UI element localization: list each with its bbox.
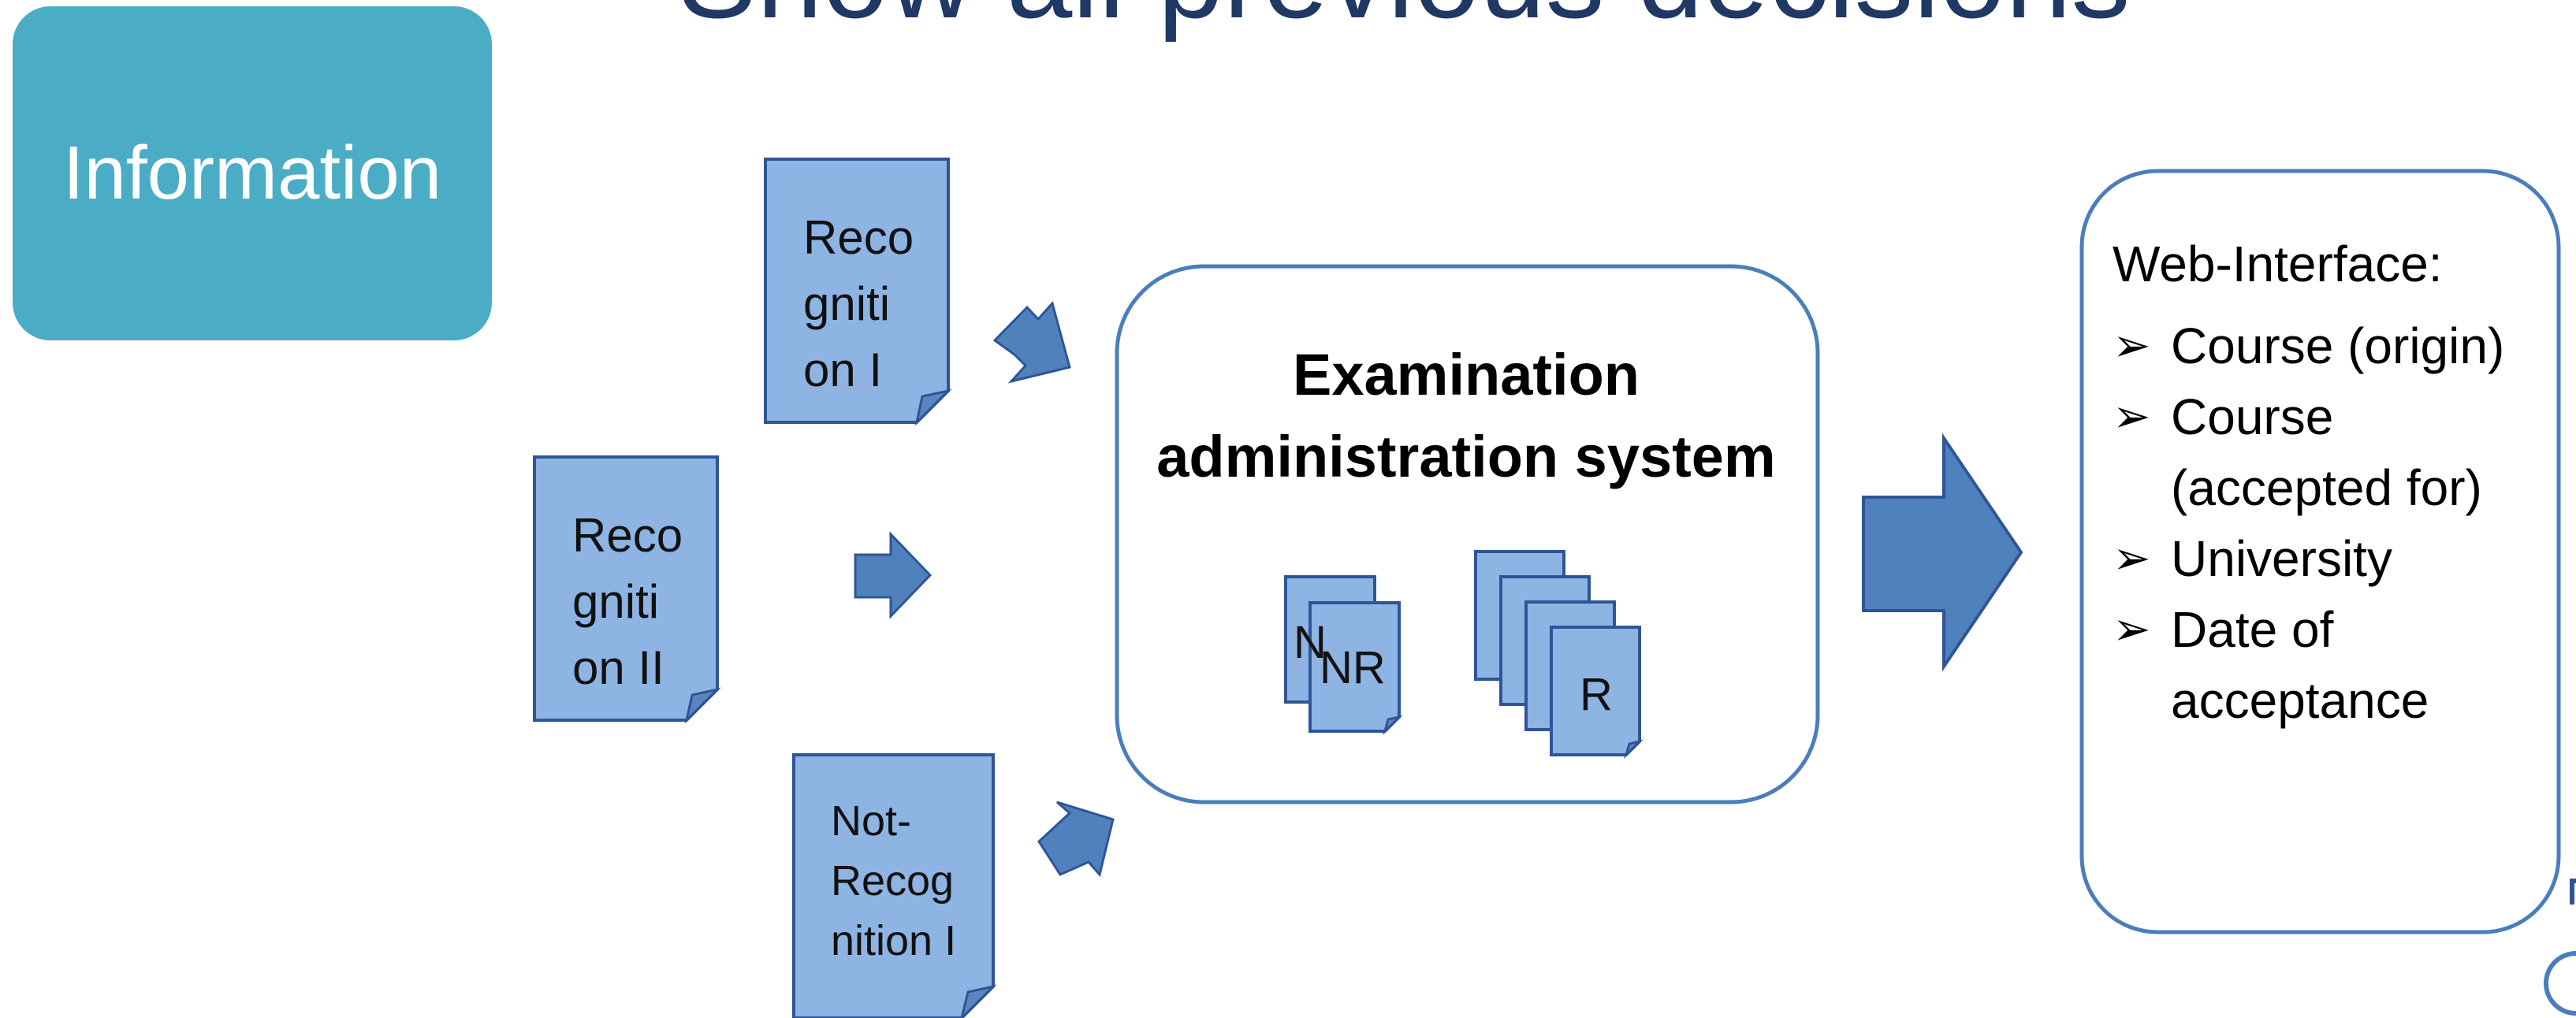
recognition-2-label: Reco gniti on II [572,503,683,701]
item-line: University [2171,530,2392,587]
not-recognition-1-line-2: Recog [831,857,955,905]
web-interface-item-course-accepted: ➢ Course (accepted for) [2113,381,2538,523]
nr-stack-label: NR [1320,642,1386,693]
arrow-recognition-2 [854,531,932,619]
web-interface-box [2079,169,2561,934]
slide-title: Show all previous decisions [678,0,2176,47]
web-interface-item-university: ➢ University [2113,523,2538,594]
web-interface-content: Web-Interface: ➢ Course (origin) ➢ Cours… [2113,228,2538,736]
not-recognition-1-line-3: nition I [831,917,957,964]
web-interface-item-date: ➢ Date of acceptance [2113,594,2538,736]
arrow-to-web-interface [1862,433,2023,672]
item-line: (accepted for) [2171,459,2482,516]
r-stack-label: R [1580,669,1613,720]
item-line: Date of [2171,601,2334,658]
item-line: Course (origin) [2171,318,2505,374]
arrow-bullet-icon: ➢ [2113,533,2151,584]
web-interface-item-course-origin: ➢ Course (origin) [2113,310,2538,381]
recognition-1-line-2: gniti [803,277,891,330]
recognition-2-line-3: on II [572,641,664,694]
item-line: acceptance [2171,672,2429,729]
nr-document-fold [1383,715,1403,736]
recognition-2-line-1: Reco [572,509,683,562]
information-box: Information [13,6,492,340]
arrow-bullet-icon: ➢ [2113,391,2151,442]
recognition-1-corner-fold [914,388,952,426]
recognition-2-line-2: gniti [572,575,660,628]
recognition-1-label: Reco gniti on I [803,205,914,403]
not-recognition-1-line-1: Not- [831,797,912,845]
arrow-bullet-icon: ➢ [2113,320,2151,371]
arrow-bullet-icon: ➢ [2113,604,2151,655]
arrow-recognition-1 [992,300,1071,384]
not-recognition-1-corner-fold [960,984,997,1018]
item-line: Course [2171,388,2334,445]
examination-system-title: Examination administration system [1119,334,1813,498]
edge-circle-shape [2544,951,2576,1016]
not-recognition-1-label: Not- Recog nition I [831,791,956,971]
recognition-1-line-3: on I [803,344,883,396]
arrow-not-recognition-1 [1037,801,1115,878]
r-document-fold [1623,739,1644,760]
examination-system-title-line-1: Examination [1293,342,1640,407]
information-label: Information [62,131,442,215]
edge-bracket-shape [2570,879,2576,905]
nr-back-label: N [1294,617,1327,668]
web-interface-heading: Web-Interface: [2113,236,2443,292]
recognition-2-corner-fold [684,687,721,724]
examination-system-title-line-2: administration system [1156,424,1776,489]
recognition-1-line-1: Reco [803,211,914,264]
